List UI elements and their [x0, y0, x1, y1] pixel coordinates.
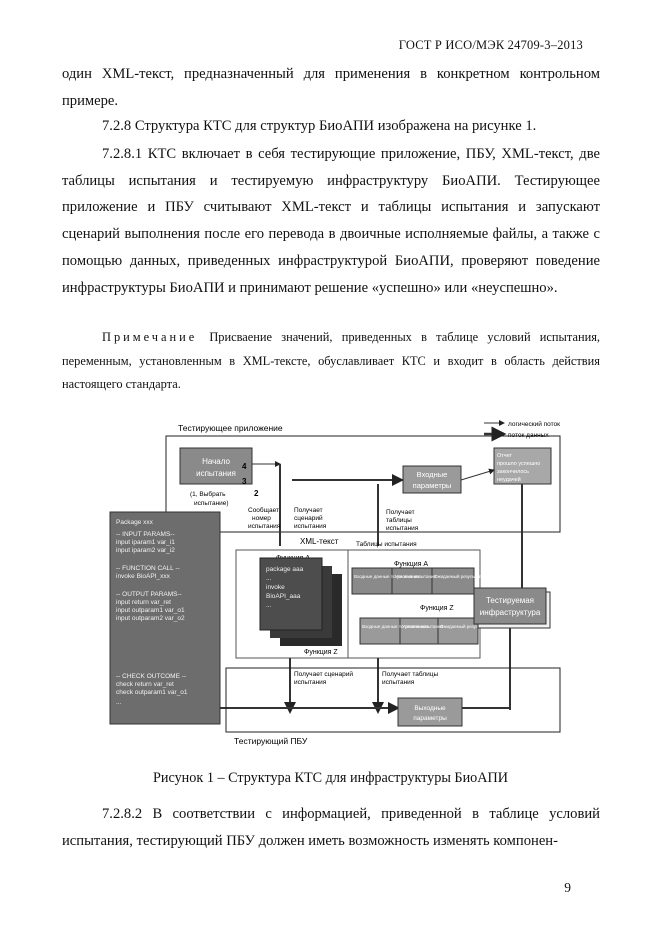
code-line: input return var_ret	[116, 599, 171, 606]
output-params-line1: Выходные	[414, 705, 446, 712]
step-2: 2	[254, 489, 259, 498]
table-a-col3	[431, 567, 475, 595]
package-line4: BioAPI_aaa	[266, 593, 301, 600]
gets-tables-bottom-2: испытания	[382, 679, 415, 686]
table-z-col1	[359, 617, 401, 645]
report-line2: прошло успешно	[497, 461, 540, 467]
test-app-frame	[165, 435, 561, 533]
tested-infra-line1: Тестируемая	[486, 596, 534, 605]
code-listing-panel	[109, 511, 221, 725]
paragraph-7-2-8-1: 7.2.8.1 КТС включает в себя тестирующие …	[62, 146, 600, 296]
table-z-col3	[437, 617, 479, 645]
gets-tables-bottom-1: Получает таблицы	[382, 670, 438, 678]
gets-scen-1: Получает	[294, 507, 323, 514]
legend-logic-label: логический поток	[508, 420, 560, 428]
table-a: Входные данные по умолчанию Условия испы…	[351, 567, 481, 595]
code-line: input outparam2 var_o2	[116, 615, 185, 622]
code-line: check outparam1 var_o1	[116, 689, 188, 696]
report-line1: Отчет	[497, 453, 513, 459]
code-line: -- FUNCTION CALL --	[116, 565, 180, 572]
table-z-h1: Входные данные по умолчанию	[362, 624, 429, 629]
code-line: ...	[116, 699, 122, 706]
tested-infra-box	[473, 587, 547, 625]
code-line: -- CHECK OUTCOME --	[116, 673, 186, 680]
package-line1: package aaa	[266, 566, 304, 573]
flow-to-report	[460, 468, 495, 481]
code-line: -- OUTPUT PARAMS--	[116, 591, 182, 598]
test-pbu-label: Тестирующий ПБУ	[234, 736, 308, 746]
input-params-line1: Входные	[417, 470, 448, 479]
select-test-line1: (1, Выбрать	[190, 490, 226, 498]
gets-scen-bottom-2: испытания	[294, 679, 327, 686]
select-test-line2: испытание)	[194, 500, 229, 507]
test-app-label: Тестирующее приложение	[178, 423, 283, 433]
gets-scen-bottom-1: Получает сценарий	[294, 670, 353, 678]
xml-text-label: XML-текст	[300, 537, 339, 546]
gets-tables-3: испытания	[386, 525, 419, 532]
diagram: логический поток поток данных Тестирующе…	[109, 420, 561, 746]
table-a-col1	[351, 567, 393, 595]
table-a-col2	[391, 567, 433, 595]
document-header: ГОСТ Р ИСО/МЭК 24709-3–2013	[398, 38, 583, 52]
figure-ktc-structure: логический поток поток данных Тестирующе…	[108, 414, 582, 750]
report-line3: закончилось	[497, 469, 529, 475]
step-4: 4	[242, 462, 247, 471]
package-line5: ...	[266, 602, 272, 609]
paragraph-7-2-8-2: 7.2.8.2 В соответствии с информацией, пр…	[62, 806, 600, 849]
package-line3: invoke	[266, 584, 285, 591]
table-z-h3: Ожидаемый результат	[440, 623, 487, 629]
gets-scen-3: испытания	[294, 523, 327, 530]
page-number: 9	[564, 880, 571, 895]
sends-number-1: Сообщает	[248, 506, 279, 514]
code-line: input outparam1 var_o1	[116, 607, 185, 614]
note-text: Присваение значений, приведенных в табли…	[62, 330, 600, 391]
table-z-col2	[399, 617, 439, 645]
sends-number-3: испытания	[248, 523, 281, 530]
package-box	[259, 557, 323, 631]
test-tables-label: Таблицы испытания	[356, 540, 417, 548]
start-test-box	[179, 447, 253, 485]
input-params-line2: параметры	[413, 481, 452, 490]
figure-caption: Рисунок 1 – Структура КТС для инфраструк…	[153, 770, 508, 786]
table-z: Входные данные по умолчанию Условия испы…	[359, 617, 487, 645]
table-a-h2: Условия испытания	[395, 574, 437, 579]
code-line: check return var_ret	[116, 681, 174, 688]
step-3: 3	[242, 477, 247, 486]
package-line2: ...	[266, 575, 272, 582]
code-line: Package xxx	[116, 519, 154, 526]
xml-function-z: Функция Z	[304, 649, 338, 656]
paragraph-xml-text: один XML-текст, предназначенный для прим…	[62, 66, 600, 109]
tested-infra-line2: инфраструктура	[480, 608, 541, 617]
gets-tables-1: Получает	[386, 509, 415, 516]
code-listing-lines: Package xxx -- INPUT PARAMS-- input ipar…	[116, 519, 188, 706]
table-a-h3: Ожидаемый результат	[434, 573, 481, 579]
code-line: input iparam2 var_i2	[116, 547, 175, 554]
tables-function-z: Функция Z	[420, 605, 454, 612]
code-line: invoke BioAPI_xxx	[116, 573, 171, 580]
code-line: input iparam1 var_i1	[116, 539, 175, 546]
start-test-line2: испытания	[196, 469, 236, 478]
output-params-box	[397, 697, 463, 727]
gets-tables-2: таблицы	[386, 516, 412, 524]
start-test-line1: Начало	[202, 457, 230, 466]
table-a-h1: Входные данные по умолчанию	[354, 574, 421, 579]
sends-number-2: номер	[252, 515, 271, 522]
report-line4: неудачей	[497, 476, 521, 483]
tables-function-a: Функция А	[394, 561, 428, 568]
paragraph-7-2-8: 7.2.8 Структура КТС для структур БиоАПИ …	[102, 118, 537, 134]
note-label: Примечание	[102, 330, 198, 344]
code-line: -- INPUT PARAMS--	[116, 531, 175, 538]
table-z-h2: Условия испытания	[402, 624, 444, 629]
gets-scen-2: сценарий	[294, 514, 323, 522]
test-pbu-frame	[225, 667, 561, 733]
output-params-line2: параметры	[413, 715, 447, 722]
